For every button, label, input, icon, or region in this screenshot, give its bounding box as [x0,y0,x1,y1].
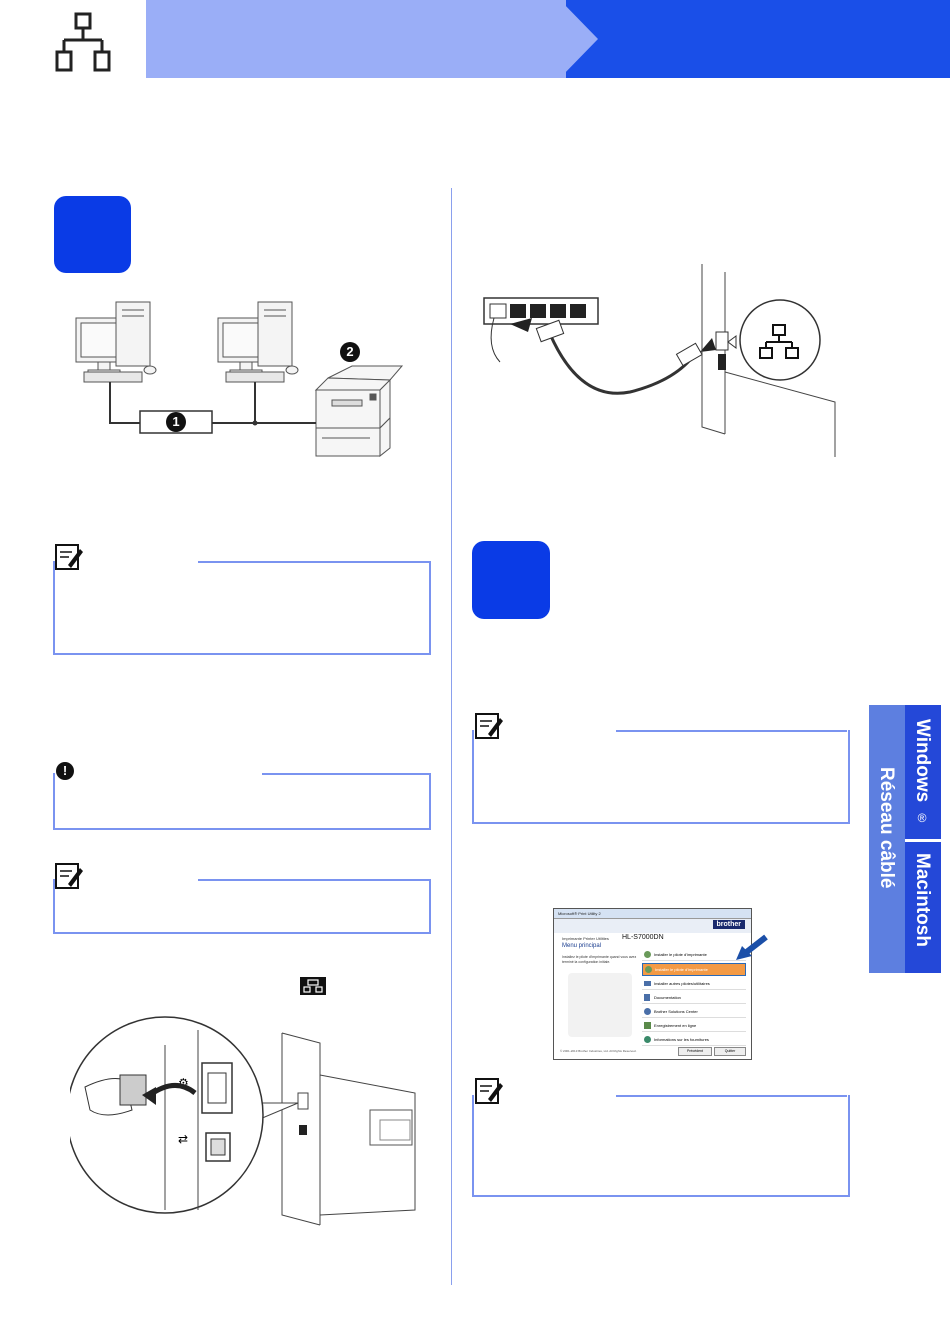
installer-titlebar: Microsoft® Print Utility 2 [554,909,751,919]
side-tab-os: Windows ® Macintosh [905,705,941,973]
computer-icon [217,301,299,383]
important-icon: ! [56,762,74,780]
prev-button[interactable]: Précédent [678,1047,712,1056]
svg-text:⇄: ⇄ [178,1132,188,1146]
network-port-icon [300,977,326,995]
menu-item-highlighted[interactable]: Installer le pilote d'imprimante [642,963,746,976]
side-tab-network: Réseau câblé [869,705,905,973]
note-icon [54,543,84,571]
installer-copyright: © 2001-2013 Brother Industries, Ltd. All… [560,1049,637,1053]
note-header-line [616,1095,847,1097]
menu-item[interactable]: Informations sur les fournitures [642,1034,746,1046]
note-header-line [198,561,429,563]
installer-intro: Installez le pilote d'imprimante quand v… [562,955,637,964]
note-icon [474,712,504,740]
installer-product-line: Imprimante Printer Utilities [562,936,609,941]
side-tab-reg-mark: ® [915,811,929,825]
quit-button[interactable]: Quitter [714,1047,746,1056]
important-box [53,773,431,830]
note-box [472,730,850,824]
note-icon [474,1077,504,1105]
side-tab-macintosh-label: Macintosh [912,853,933,947]
pointer-arrow-icon [734,934,768,962]
step-badge-left [54,196,131,273]
computer-icon [75,301,157,383]
note-header-line [198,879,429,881]
menu-item[interactable]: Installer le pilote d'imprimante [642,949,746,961]
menu-item[interactable]: Enregistrement en ligne [642,1020,746,1032]
callout-1: 1 [166,412,186,432]
menu-item[interactable]: Documentation [642,992,746,1004]
note-box [53,879,431,934]
cable-connection-illustration [480,262,840,462]
printer-icon [314,365,404,458]
header-arrow [560,0,598,78]
menu-item[interactable]: Brother Solutions Center [642,1006,746,1018]
note-box [53,561,431,655]
header-band-dark [560,0,950,78]
note-header-line [616,730,847,732]
callout-2: 2 [340,342,360,362]
printer-thumbnail [568,973,632,1037]
note-box [472,1095,850,1197]
header-network-icon [50,12,116,74]
brother-logo: brother [712,920,745,929]
network-diagram [70,290,410,480]
installer-model: HL-S7000DN [622,934,664,941]
menu-item[interactable]: Installer autres pilotes/utilitaires [642,978,746,990]
important-header-line [262,773,429,775]
port-cap-illustration: ⚙ ⇄ [66,1015,430,1230]
column-divider [451,188,452,1285]
header-band-light [146,0,566,78]
side-tab-network-label: Réseau câblé [876,767,897,889]
installer-menu-title: Menu principal [562,943,602,949]
note-icon [54,862,84,890]
installer-screenshot: Microsoft® Print Utility 2 brother Impri… [553,908,752,1060]
svg-text:⚙: ⚙ [178,1076,189,1090]
step-badge-right [472,541,550,619]
side-tab-windows-label: Windows [912,719,933,803]
